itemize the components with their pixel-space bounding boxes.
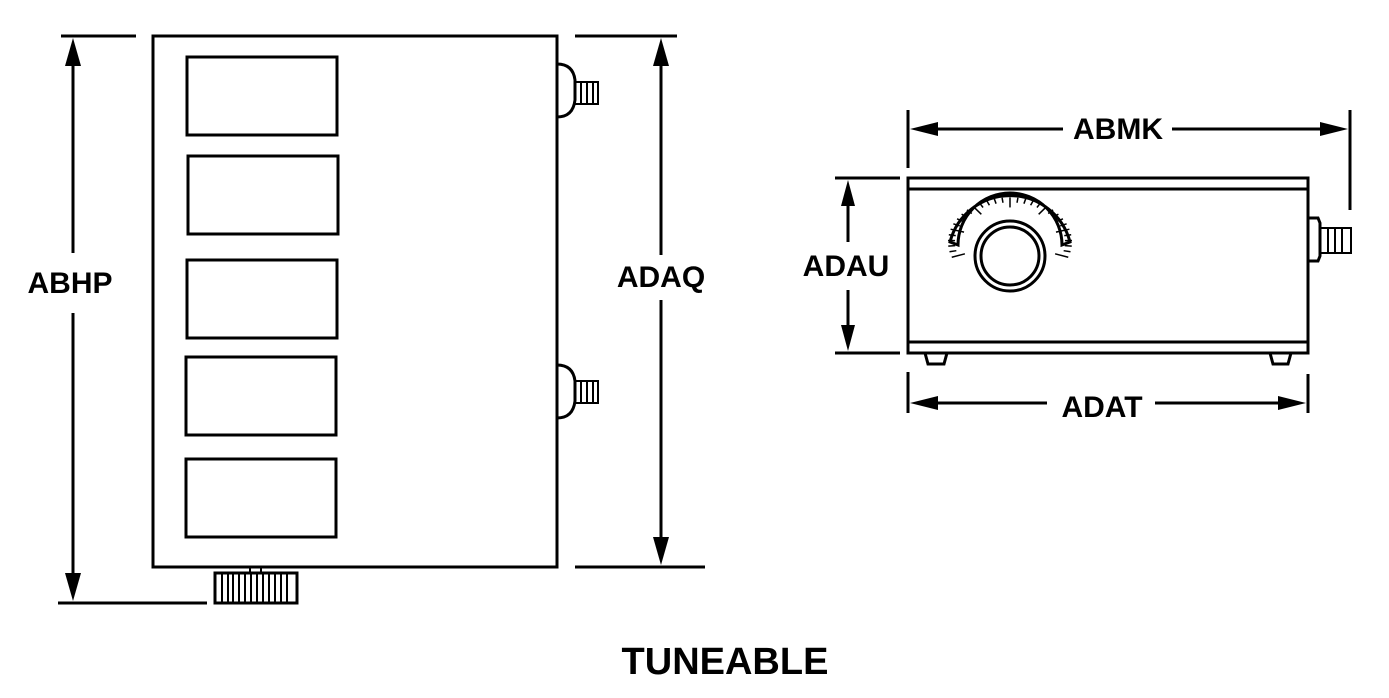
- panel-window-2: [186, 154, 340, 236]
- bottom-knob: [213, 567, 299, 605]
- arrow-up-icon: [841, 180, 855, 206]
- arrow-down-icon: [65, 573, 81, 601]
- dial-scale: [948, 191, 1072, 248]
- panel-window-1: [185, 55, 339, 137]
- dimension-label-adau: ADAU: [803, 250, 890, 283]
- arrow-up-icon: [653, 38, 669, 66]
- dial-tick: [986, 200, 991, 206]
- dial-tick: [1063, 249, 1071, 253]
- dial-ticks: [948, 197, 1072, 258]
- dial-tick: [1052, 213, 1059, 218]
- knob-outer[interactable]: [973, 219, 1047, 293]
- dial-tick: [951, 253, 966, 258]
- front-view: ABHP ADAQ: [27, 34, 705, 605]
- dial-tick: [1055, 228, 1070, 233]
- dimension-adat: ADAT: [906, 372, 1310, 424]
- dial-tick: [1036, 202, 1041, 208]
- dial-tick: [966, 209, 973, 215]
- arrow-left-icon: [910, 122, 938, 136]
- dial-tick: [1016, 197, 1019, 203]
- dial-tick: [961, 213, 968, 218]
- dial-tick: [1029, 200, 1034, 206]
- dial-tick: [993, 198, 997, 204]
- dimension-label-adat: ADAT: [1061, 391, 1142, 424]
- dimension-abmk: ABMK: [906, 110, 1352, 210]
- side-connector: [1308, 216, 1352, 263]
- arrow-right-icon: [1320, 122, 1348, 136]
- dimension-label-abmk: ABMK: [1073, 113, 1163, 146]
- front-body: [151, 34, 559, 569]
- dial-tick: [953, 223, 960, 227]
- dial-tick: [1023, 198, 1027, 204]
- dial-tick: [972, 205, 982, 215]
- tuning-dial: [948, 191, 1072, 293]
- arrow-up-icon: [65, 38, 81, 66]
- dial-tick: [1064, 234, 1072, 237]
- knob-inner: [979, 225, 1041, 287]
- side-body: [906, 176, 1310, 355]
- dimension-abhp: ABHP: [27, 34, 207, 605]
- dial-tick: [950, 228, 965, 233]
- connector-upper: [556, 62, 599, 119]
- dial-tick: [1038, 205, 1048, 215]
- dimension-adaq: ADAQ: [575, 34, 705, 569]
- dial-tick: [1060, 223, 1067, 227]
- dimension-adau: ADAU: [803, 176, 900, 355]
- arrow-right-icon: [1278, 396, 1306, 410]
- dial-tick: [956, 218, 964, 223]
- dial-tick: [1001, 197, 1004, 203]
- foot-right: [1268, 352, 1293, 366]
- panel-window-3: [185, 258, 339, 340]
- side-view: ABMK ADAU ADAT: [803, 110, 1352, 424]
- diagram-caption: TUNEABLE: [622, 641, 829, 683]
- dial-tick: [1056, 218, 1064, 223]
- dial-tick: [949, 249, 957, 253]
- foot-left: [923, 352, 949, 366]
- arrow-left-icon: [910, 396, 938, 410]
- dial-tick: [1047, 209, 1054, 215]
- arrow-down-icon: [653, 537, 669, 565]
- dimension-label-abhp: ABHP: [27, 267, 112, 300]
- dimension-label-adaq: ADAQ: [617, 261, 705, 294]
- dial-tick: [1054, 253, 1069, 258]
- panel-window-5: [184, 457, 338, 539]
- dial-tick: [948, 234, 956, 237]
- connector-lower: [556, 363, 599, 420]
- arrow-down-icon: [841, 325, 855, 351]
- panel-window-4: [184, 355, 338, 437]
- dial-tick: [979, 202, 984, 208]
